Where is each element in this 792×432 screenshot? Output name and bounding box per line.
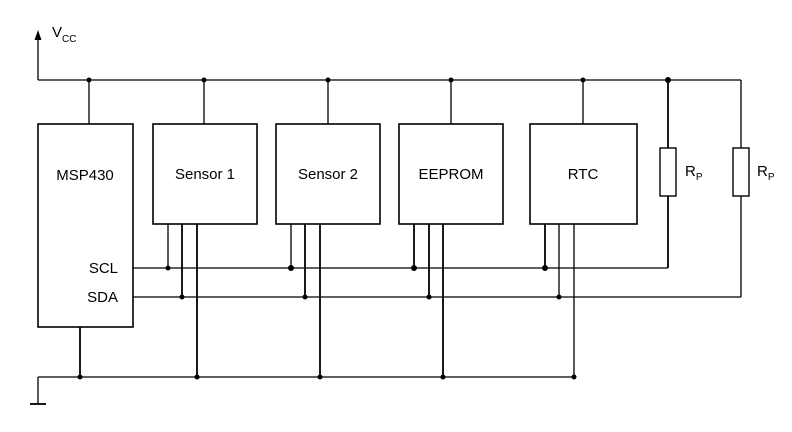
scl-junction [411, 265, 417, 271]
mcu-box [37, 123, 134, 328]
vcc-arrow-head [34, 30, 42, 40]
scl-junction [542, 265, 548, 271]
sda-junction [302, 294, 308, 300]
sda-junction [556, 294, 562, 300]
vcc-junction [201, 77, 207, 83]
vcc-junction [325, 77, 331, 83]
sensor2-label: Sensor 2 [298, 166, 358, 183]
pullup-resistor-sda [732, 147, 750, 197]
sda-junction [426, 294, 432, 300]
rtc-box [529, 123, 638, 225]
vcc-junction [448, 77, 454, 83]
rtc-label: RTC [568, 166, 599, 183]
mcu-sda-label: SDA [87, 289, 118, 306]
vcc-junction [86, 77, 92, 83]
scl-junction [288, 265, 294, 271]
sensor1-label: Sensor 1 [175, 166, 235, 183]
ground-junction [77, 374, 83, 380]
sensor2-box [275, 123, 381, 225]
vcc-junction [580, 77, 586, 83]
sda-junction [179, 294, 185, 300]
eeprom-label: EEPROM [418, 166, 483, 183]
sensor1-box [152, 123, 258, 225]
mcu-scl-label: SCL [89, 260, 118, 277]
eeprom-box [398, 123, 504, 225]
vcc-supply: VCC [34, 24, 76, 80]
scl-junction [165, 265, 171, 271]
ground-junction [194, 374, 200, 380]
pullup-scl-label: RP [685, 163, 703, 183]
ground-junction [317, 374, 323, 380]
pullup-resistor-scl [659, 147, 677, 197]
ground-junction [571, 374, 577, 380]
vcc-label: VCC [52, 24, 76, 45]
mcu-label: MSP430 [56, 167, 114, 184]
pullup-sda-label: RP [757, 163, 775, 183]
ground-junction [440, 374, 446, 380]
